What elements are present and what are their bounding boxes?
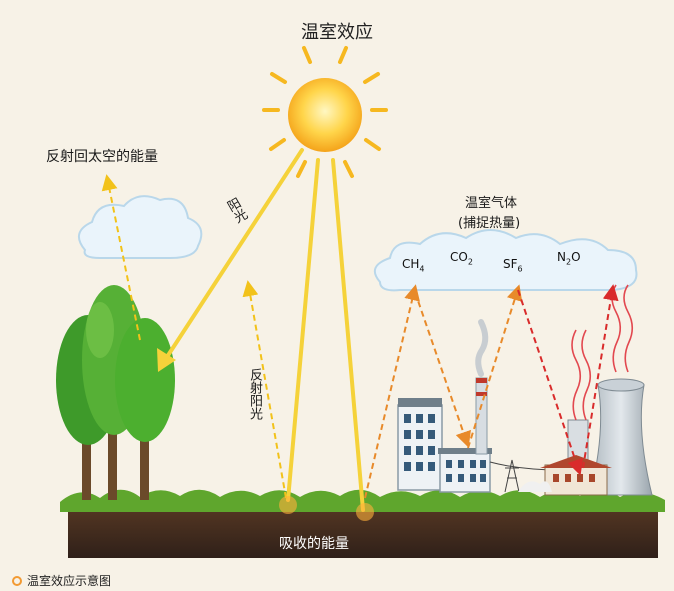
sunlight-beams (157, 148, 365, 512)
power-plant (518, 378, 653, 496)
label-absorbed-energy: 吸收的能量 (279, 536, 349, 552)
circle-icon (12, 575, 22, 586)
emission-arrows (517, 284, 619, 476)
label-ghg-note: (捕捉热量) (458, 216, 521, 231)
reflection-arrows (101, 174, 287, 499)
cloud-left (77, 195, 203, 259)
absorption-glow (279, 496, 374, 521)
gas-n2o: N2O (557, 250, 581, 267)
gas-co2: CO2 (450, 250, 473, 267)
heat-waves (571, 284, 634, 421)
figure-caption: 温室效应示意图 (12, 572, 111, 589)
ghg-cloud (373, 229, 638, 292)
factory (397, 319, 492, 493)
label-reflected-to-space: 反射回太空的能量 (46, 149, 158, 165)
caption-text: 温室效应示意图 (27, 574, 112, 588)
trapped-heat-arrows (364, 284, 523, 499)
label-reflected-sunlight: 反射阳光 (247, 368, 262, 420)
label-ghg: 温室气体 (465, 196, 518, 211)
trees (56, 285, 175, 500)
sun-icon (262, 46, 388, 178)
gas-ch4: CH4 (402, 257, 425, 274)
page-title: 温室效应 (301, 22, 373, 43)
gas-sf6: SF6 (503, 257, 523, 274)
